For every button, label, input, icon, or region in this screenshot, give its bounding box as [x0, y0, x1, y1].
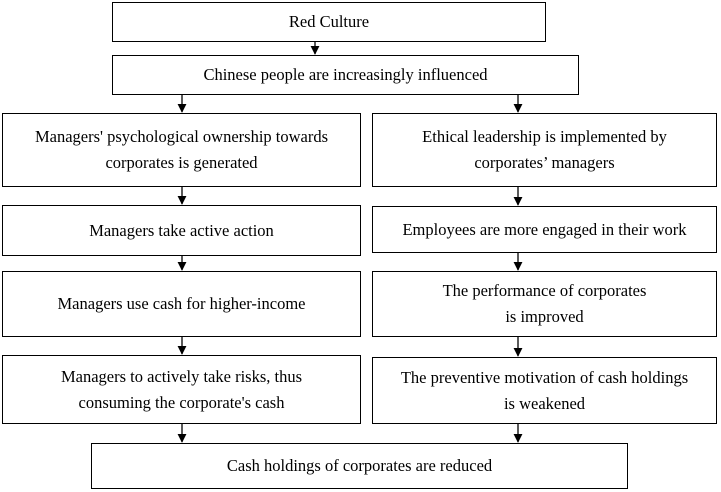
ownership-text-line-2: corporates is generated	[105, 153, 258, 172]
ownership-box: Managers' psychological ownership toward…	[2, 113, 361, 187]
preventive-text-line-1: The preventive motivation of cash holdin…	[400, 367, 689, 387]
performance-text-line-1: The performance of corporates	[442, 281, 647, 300]
performance-text-line-2: is improved	[505, 307, 584, 326]
higher-income-box: Managers use cash for higher-income	[2, 271, 361, 337]
performance-box: The performance of corporates is improve…	[372, 271, 717, 337]
active-action-text: Managers take active action	[89, 220, 274, 240]
engaged-text: Employees are more engaged in their work	[402, 219, 687, 239]
engaged-box: Employees are more engaged in their work	[372, 206, 717, 253]
red-culture-box: Red Culture	[112, 2, 546, 42]
ethical-box: Ethical leadership is implemented by cor…	[372, 113, 717, 187]
risks-text-line-1: Managers to actively take risks, thus	[60, 366, 303, 386]
influenced-text: Chinese people are increasingly influenc…	[203, 65, 488, 84]
ethical-text-line-2: corporates’ managers	[474, 153, 615, 172]
reduced-box: Cash holdings of corporates are reduced	[91, 443, 628, 489]
preventive-box: The preventive motivation of cash holdin…	[372, 357, 717, 424]
influenced-box: Chinese people are increasingly influenc…	[112, 55, 579, 95]
reduced-text: Cash holdings of corporates are reduced	[226, 456, 493, 475]
ethical-text-line-1: Ethical leadership is implemented by	[422, 127, 667, 146]
active-action-box: Managers take active action	[2, 205, 361, 256]
ownership-text-line-1: Managers' psychological ownership toward…	[34, 127, 329, 146]
higher-income-text: Managers use cash for higher-income	[57, 294, 306, 313]
preventive-text-line-2: is weakened	[503, 393, 586, 413]
risks-text-line-2: consuming the corporate's cash	[78, 392, 285, 412]
risks-box: Managers to actively take risks, thus co…	[2, 355, 361, 424]
red-culture-text: Red Culture	[288, 12, 370, 31]
